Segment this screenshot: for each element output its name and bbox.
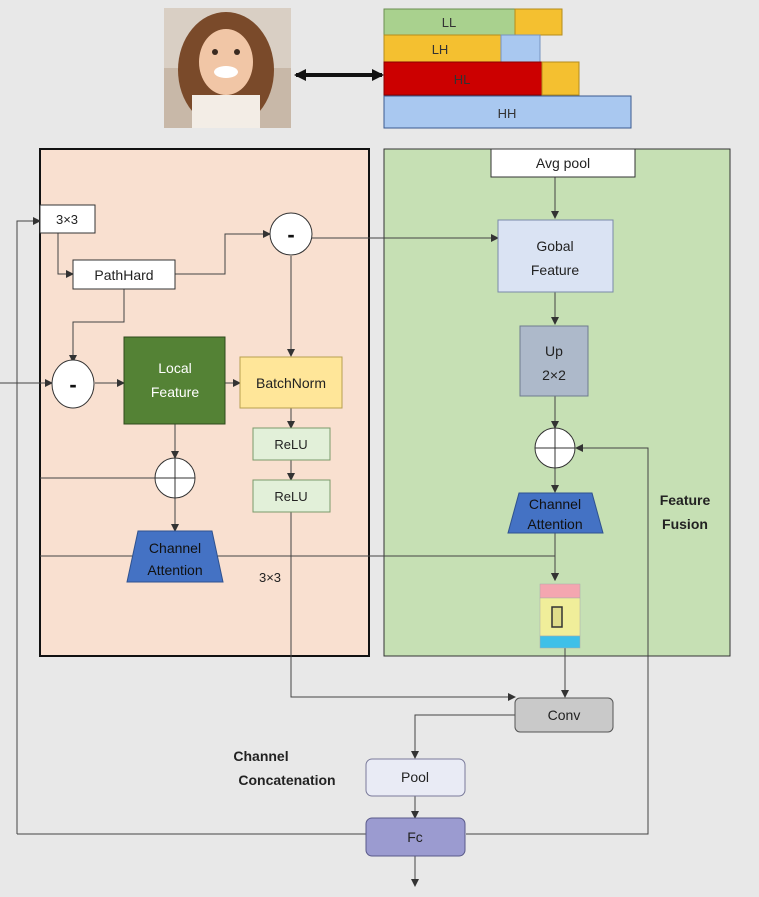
channel-attention-right-line2: Attention — [527, 516, 582, 532]
relu-label-1: ReLU — [274, 437, 307, 452]
up-line2: 2×2 — [542, 367, 566, 383]
channel-concat-line2: Concatenation — [238, 772, 335, 788]
up-box — [519, 325, 589, 397]
channel-attention-right-box — [507, 492, 604, 534]
local-feature-line2: Feature — [151, 384, 199, 400]
channel-concat-line1: Channel — [233, 748, 288, 764]
subtract-top-label: - — [287, 222, 294, 247]
global-feature-box — [497, 219, 614, 293]
hl-label: HL — [454, 72, 471, 87]
hl-band-extra — [541, 61, 580, 96]
pathhard-box — [72, 259, 176, 290]
hh-band — [383, 95, 632, 129]
pathhard-label: PathHard — [94, 267, 153, 283]
conv3x3-top-label: 3×3 — [56, 212, 78, 227]
conv3x3-bottom-label: 3×3 — [259, 570, 281, 585]
channel-attention-left-line2: Attention — [147, 562, 202, 578]
subtract-node-left — [51, 359, 95, 409]
relu-box-2 — [252, 479, 331, 513]
conv-label: Conv — [548, 707, 581, 723]
lh-band-extra — [500, 34, 541, 63]
channel-attention-left-box — [126, 530, 224, 583]
batchnorm-label: BatchNorm — [256, 375, 326, 391]
fused-tensor-icon — [539, 583, 581, 649]
conv-box — [514, 697, 614, 733]
global-feature-line2: Feature — [531, 262, 579, 278]
ll-label: LL — [442, 15, 456, 30]
hl-band — [383, 61, 543, 96]
lh-label: LH — [432, 42, 449, 57]
conv3x3-top-box — [39, 204, 96, 234]
subtract-node-top — [269, 212, 313, 256]
local-feature-line1: Local — [158, 360, 191, 376]
channel-attention-right-line1: Channel — [529, 496, 581, 512]
global-feature-line1: Gobal — [536, 238, 573, 254]
local-feature-box — [123, 336, 226, 425]
batchnorm-box — [239, 356, 343, 409]
fc-box — [365, 817, 466, 857]
avg-pool-label: Avg pool — [536, 155, 590, 171]
up-line1: Up — [545, 343, 563, 359]
channel-attention-left-line1: Channel — [149, 540, 201, 556]
connections — [0, 177, 649, 887]
add-node-right — [534, 427, 576, 469]
ll-band-extra — [514, 8, 563, 36]
wavelet-subbands: LL LH HL HH — [383, 8, 632, 129]
feature-fusion-line1: Feature — [660, 492, 711, 508]
input-photo — [164, 8, 291, 128]
relu-label-2: ReLU — [274, 489, 307, 504]
avg-pool-box — [490, 148, 636, 178]
hh-label: HH — [498, 106, 517, 121]
add-node-left — [154, 457, 196, 499]
relu-box-1 — [252, 427, 331, 461]
pool-box — [365, 758, 466, 797]
pool-label: Pool — [401, 769, 429, 785]
feature-fusion-line2: Fusion — [662, 516, 708, 532]
fc-label: Fc — [407, 829, 423, 845]
subtract-left-label: - — [69, 372, 76, 397]
